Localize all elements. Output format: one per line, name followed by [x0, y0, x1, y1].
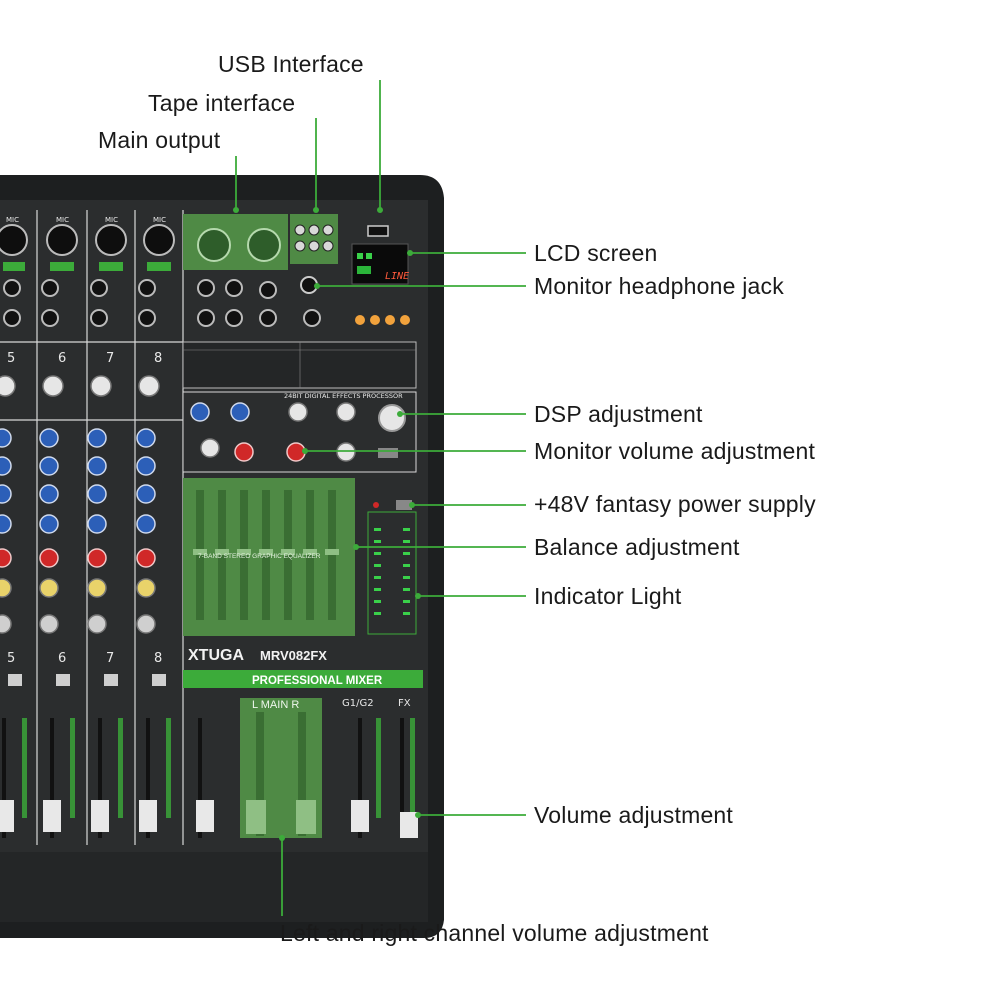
svg-text:5: 5	[7, 651, 15, 666]
tape-panel	[290, 214, 338, 264]
fx-knobs	[0, 578, 156, 598]
callout-main-output: Main output	[98, 127, 221, 153]
lcd-display	[351, 243, 409, 285]
professional-mixer-banner	[183, 670, 423, 688]
model-name: MRV082FX	[260, 648, 327, 663]
svg-text:MIC: MIC	[56, 216, 69, 224]
svg-text:6: 6	[58, 651, 66, 666]
mic-inputs: MIC MIC MIC MIC	[0, 216, 175, 327]
fx-title: 24BIT DIGITAL EFFECTS PROCESSOR	[284, 392, 403, 400]
svg-text:MIC: MIC	[6, 216, 19, 224]
banner-text: PROFESSIONAL MIXER	[252, 675, 383, 687]
gain-knobs	[0, 375, 160, 397]
callout-monitor-volume: Monitor volume adjustment	[534, 438, 816, 464]
callout-phantom-power: +48V fantasy power supply	[534, 491, 816, 517]
mixer-lower-plate	[0, 852, 428, 922]
channel-number-5: 5	[7, 351, 15, 366]
main-left-xlr	[197, 228, 231, 262]
effects-preset-table	[182, 341, 417, 389]
preset-select-knob	[378, 404, 406, 432]
main-right-fader	[296, 800, 316, 834]
svg-text:7: 7	[106, 651, 114, 666]
callout-dsp-adjustment: DSP adjustment	[534, 401, 703, 427]
pan-knobs	[0, 614, 156, 634]
channel-number-6: 6	[58, 351, 66, 366]
channel-number-7: 7	[106, 351, 114, 366]
callout-lines	[235, 80, 526, 916]
eq-title: 7-BAND STEREO GRAPHIC EQUALIZER	[198, 553, 321, 560]
lcd-text: LINE	[385, 271, 409, 282]
fx-fader-label: FX	[398, 698, 411, 709]
channel-number-8: 8	[154, 351, 162, 366]
usb-port	[367, 225, 389, 237]
callout-headphone-jack: Monitor headphone jack	[534, 273, 784, 299]
brand-logo: XTUGA	[188, 647, 244, 664]
fx-fader	[400, 812, 418, 838]
mute-buttons	[8, 674, 166, 686]
callout-indicator-light: Indicator Light	[534, 583, 682, 609]
svg-text:8: 8	[154, 651, 162, 666]
g1g2-fader	[351, 800, 369, 832]
eq-knobs	[0, 428, 156, 534]
channel-faders	[0, 718, 214, 838]
callout-balance-adjustment: Balance adjustment	[534, 534, 740, 560]
callout-tape-interface: Tape interface	[148, 90, 296, 116]
main-left-fader	[246, 800, 266, 834]
main-right-xlr	[247, 228, 281, 262]
aux-knobs	[0, 548, 156, 568]
callout-lr-volume: Left and right channel volume adjustment	[280, 920, 709, 946]
svg-text:MIC: MIC	[153, 216, 166, 224]
g1g2-label: G1/G2	[342, 698, 374, 709]
callout-lcd-screen: LCD screen	[534, 240, 658, 266]
svg-text:MIC: MIC	[105, 216, 118, 224]
callout-usb-interface: USB Interface	[218, 51, 364, 77]
main-label: L MAIN R	[252, 699, 299, 711]
phantom-switch	[396, 500, 412, 510]
callout-volume-adjustment: Volume adjustment	[534, 802, 734, 828]
